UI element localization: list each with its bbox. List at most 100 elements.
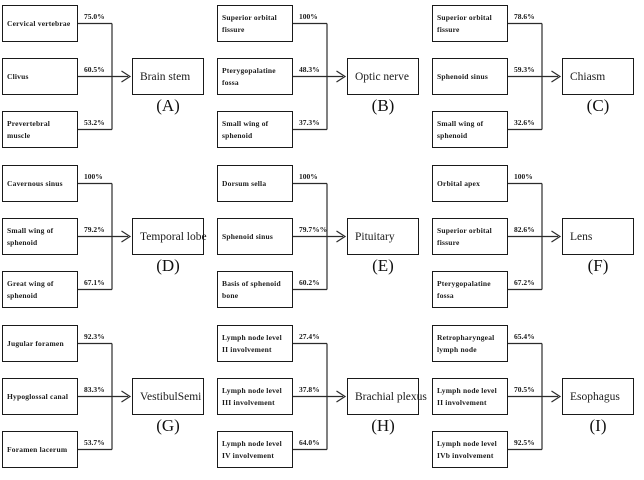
flow-panel: Jugular foramen Hypoglossal canal Forame… (0, 320, 215, 480)
target-box: Lens (562, 218, 634, 255)
target-box: Brain stem (132, 58, 204, 95)
panel-letter: (C) (586, 96, 610, 115)
percentage-label: 100% (84, 172, 103, 181)
percentage-label: 82.6% (514, 225, 535, 234)
source-box: Lymph node level II involvement (217, 325, 293, 362)
target-label: Brachial plexus (355, 390, 427, 403)
connector-lines (293, 182, 347, 291)
source-box: Small wing of sphenoid (432, 111, 508, 148)
source-label: Basis of sphenoid bone (222, 278, 281, 300)
target-label: Esophagus (570, 390, 620, 403)
percentage-label: 59.3% (514, 65, 535, 74)
percentage-label: 79.2% (84, 225, 105, 234)
source-box: Superior orbital fissure (432, 218, 508, 255)
source-box: Small wing of sphenoid (217, 111, 293, 148)
flow-panel: Lymph node level II involvement Lymph no… (215, 320, 430, 480)
source-label: Pterygopalatine fossa (222, 65, 276, 87)
target-label: Chiasm (570, 70, 606, 83)
source-label: Clivus (7, 71, 29, 81)
percentage-label: 100% (299, 12, 318, 21)
connector-lines (293, 22, 347, 131)
source-label: Hypoglossal canal (7, 391, 69, 401)
flow-panel: Superior orbital fissure Pterygopalatine… (215, 0, 430, 160)
connector-lines (293, 342, 347, 451)
connector-lines (78, 182, 132, 291)
source-label: Prevertebral muscle (7, 118, 51, 140)
target-label: VestibulSemi (140, 390, 202, 403)
percentage-label: 60.5% (84, 65, 105, 74)
percentage-label: 64.0% (299, 438, 320, 447)
source-box: Great wing of sphenoid (2, 271, 78, 308)
source-box: Cervical vertebrae (2, 5, 78, 42)
source-label: Lymph node level II involvement (222, 332, 282, 354)
percentage-label: 53.7% (84, 438, 105, 447)
percentage-label: 27.4% (299, 332, 320, 341)
source-box: Lymph node level IVb involvement (432, 431, 508, 468)
source-box: Retropharyngeal lymph node (432, 325, 508, 362)
source-box: Lymph node level III involvement (217, 378, 293, 415)
percentage-label: 32.6% (514, 118, 535, 127)
connector-lines (78, 342, 132, 451)
target-label: Optic nerve (355, 70, 409, 83)
source-box: Pterygopalatine fossa (432, 271, 508, 308)
source-box: Basis of sphenoid bone (217, 271, 293, 308)
flow-panel: Cavernous sinus Small wing of sphenoid G… (0, 160, 215, 320)
panel-letter: (I) (589, 416, 607, 435)
arrowhead-icon (551, 390, 562, 403)
source-label: Lymph node level III involvement (222, 385, 282, 407)
connector-lines (508, 22, 562, 131)
source-label: Small wing of sphenoid (437, 118, 484, 140)
source-box: Jugular foramen (2, 325, 78, 362)
target-box: Brachial plexus (347, 378, 427, 415)
source-label: Cervical vertebrae (7, 18, 71, 28)
percentage-label: 70.5% (514, 385, 535, 394)
source-label: Superior orbital fissure (437, 225, 492, 247)
arrowhead-icon (336, 70, 347, 83)
source-box: Hypoglossal canal (2, 378, 78, 415)
arrowhead-icon (551, 70, 562, 83)
percentage-label: 83.3% (84, 385, 105, 394)
percentage-label: 67.1% (84, 278, 105, 287)
connector-lines (78, 22, 132, 131)
source-box: Prevertebral muscle (2, 111, 78, 148)
arrowhead-icon (551, 230, 562, 243)
target-label: Temporal lobe (140, 230, 207, 243)
source-label: Great wing of sphenoid (7, 278, 54, 300)
source-label: Foramen lacerum (7, 444, 68, 454)
target-box: Optic nerve (347, 58, 419, 95)
panel-letter: (H) (371, 416, 395, 435)
source-box: Dorsum sella (217, 165, 293, 202)
source-label: Lymph node level IVb involvement (437, 438, 497, 460)
source-label: Superior orbital fissure (437, 12, 492, 34)
target-label: Pituitary (355, 230, 395, 243)
percentage-label: 100% (514, 172, 533, 181)
target-box: Chiasm (562, 58, 634, 95)
panel-letter: (D) (156, 256, 180, 275)
source-box: Foramen lacerum (2, 431, 78, 468)
percentage-label: 48.3% (299, 65, 320, 74)
flow-panel: Retropharyngeal lymph node Lymph node le… (430, 320, 644, 480)
source-label: Cavernous sinus (7, 178, 63, 188)
arrowhead-icon (121, 390, 132, 403)
source-box: Superior orbital fissure (217, 5, 293, 42)
panel-letter: (F) (587, 256, 609, 275)
target-box: VestibulSemi (132, 378, 204, 415)
source-box: Lymph node level II involvement (432, 378, 508, 415)
percentage-label: 92.3% (84, 332, 105, 341)
panel-letter: (B) (371, 96, 395, 115)
source-label: Superior orbital fissure (222, 12, 277, 34)
source-box: Cavernous sinus (2, 165, 78, 202)
source-box: Sphenoid sinus (217, 218, 293, 255)
target-label: Brain stem (140, 70, 191, 83)
percentage-label: 67.2% (514, 278, 535, 287)
percentage-label: 37.3% (299, 118, 320, 127)
percentage-label: 78.6% (514, 12, 535, 21)
target-label: Lens (570, 230, 593, 243)
flow-panel: Cervical vertebrae Clivus Prevertebral m… (0, 0, 215, 160)
percentage-label: 65.4% (514, 332, 535, 341)
panel-letter: (A) (156, 96, 180, 115)
source-box: Clivus (2, 58, 78, 95)
target-box: Pituitary (347, 218, 419, 255)
source-label: Dorsum sella (222, 178, 267, 188)
